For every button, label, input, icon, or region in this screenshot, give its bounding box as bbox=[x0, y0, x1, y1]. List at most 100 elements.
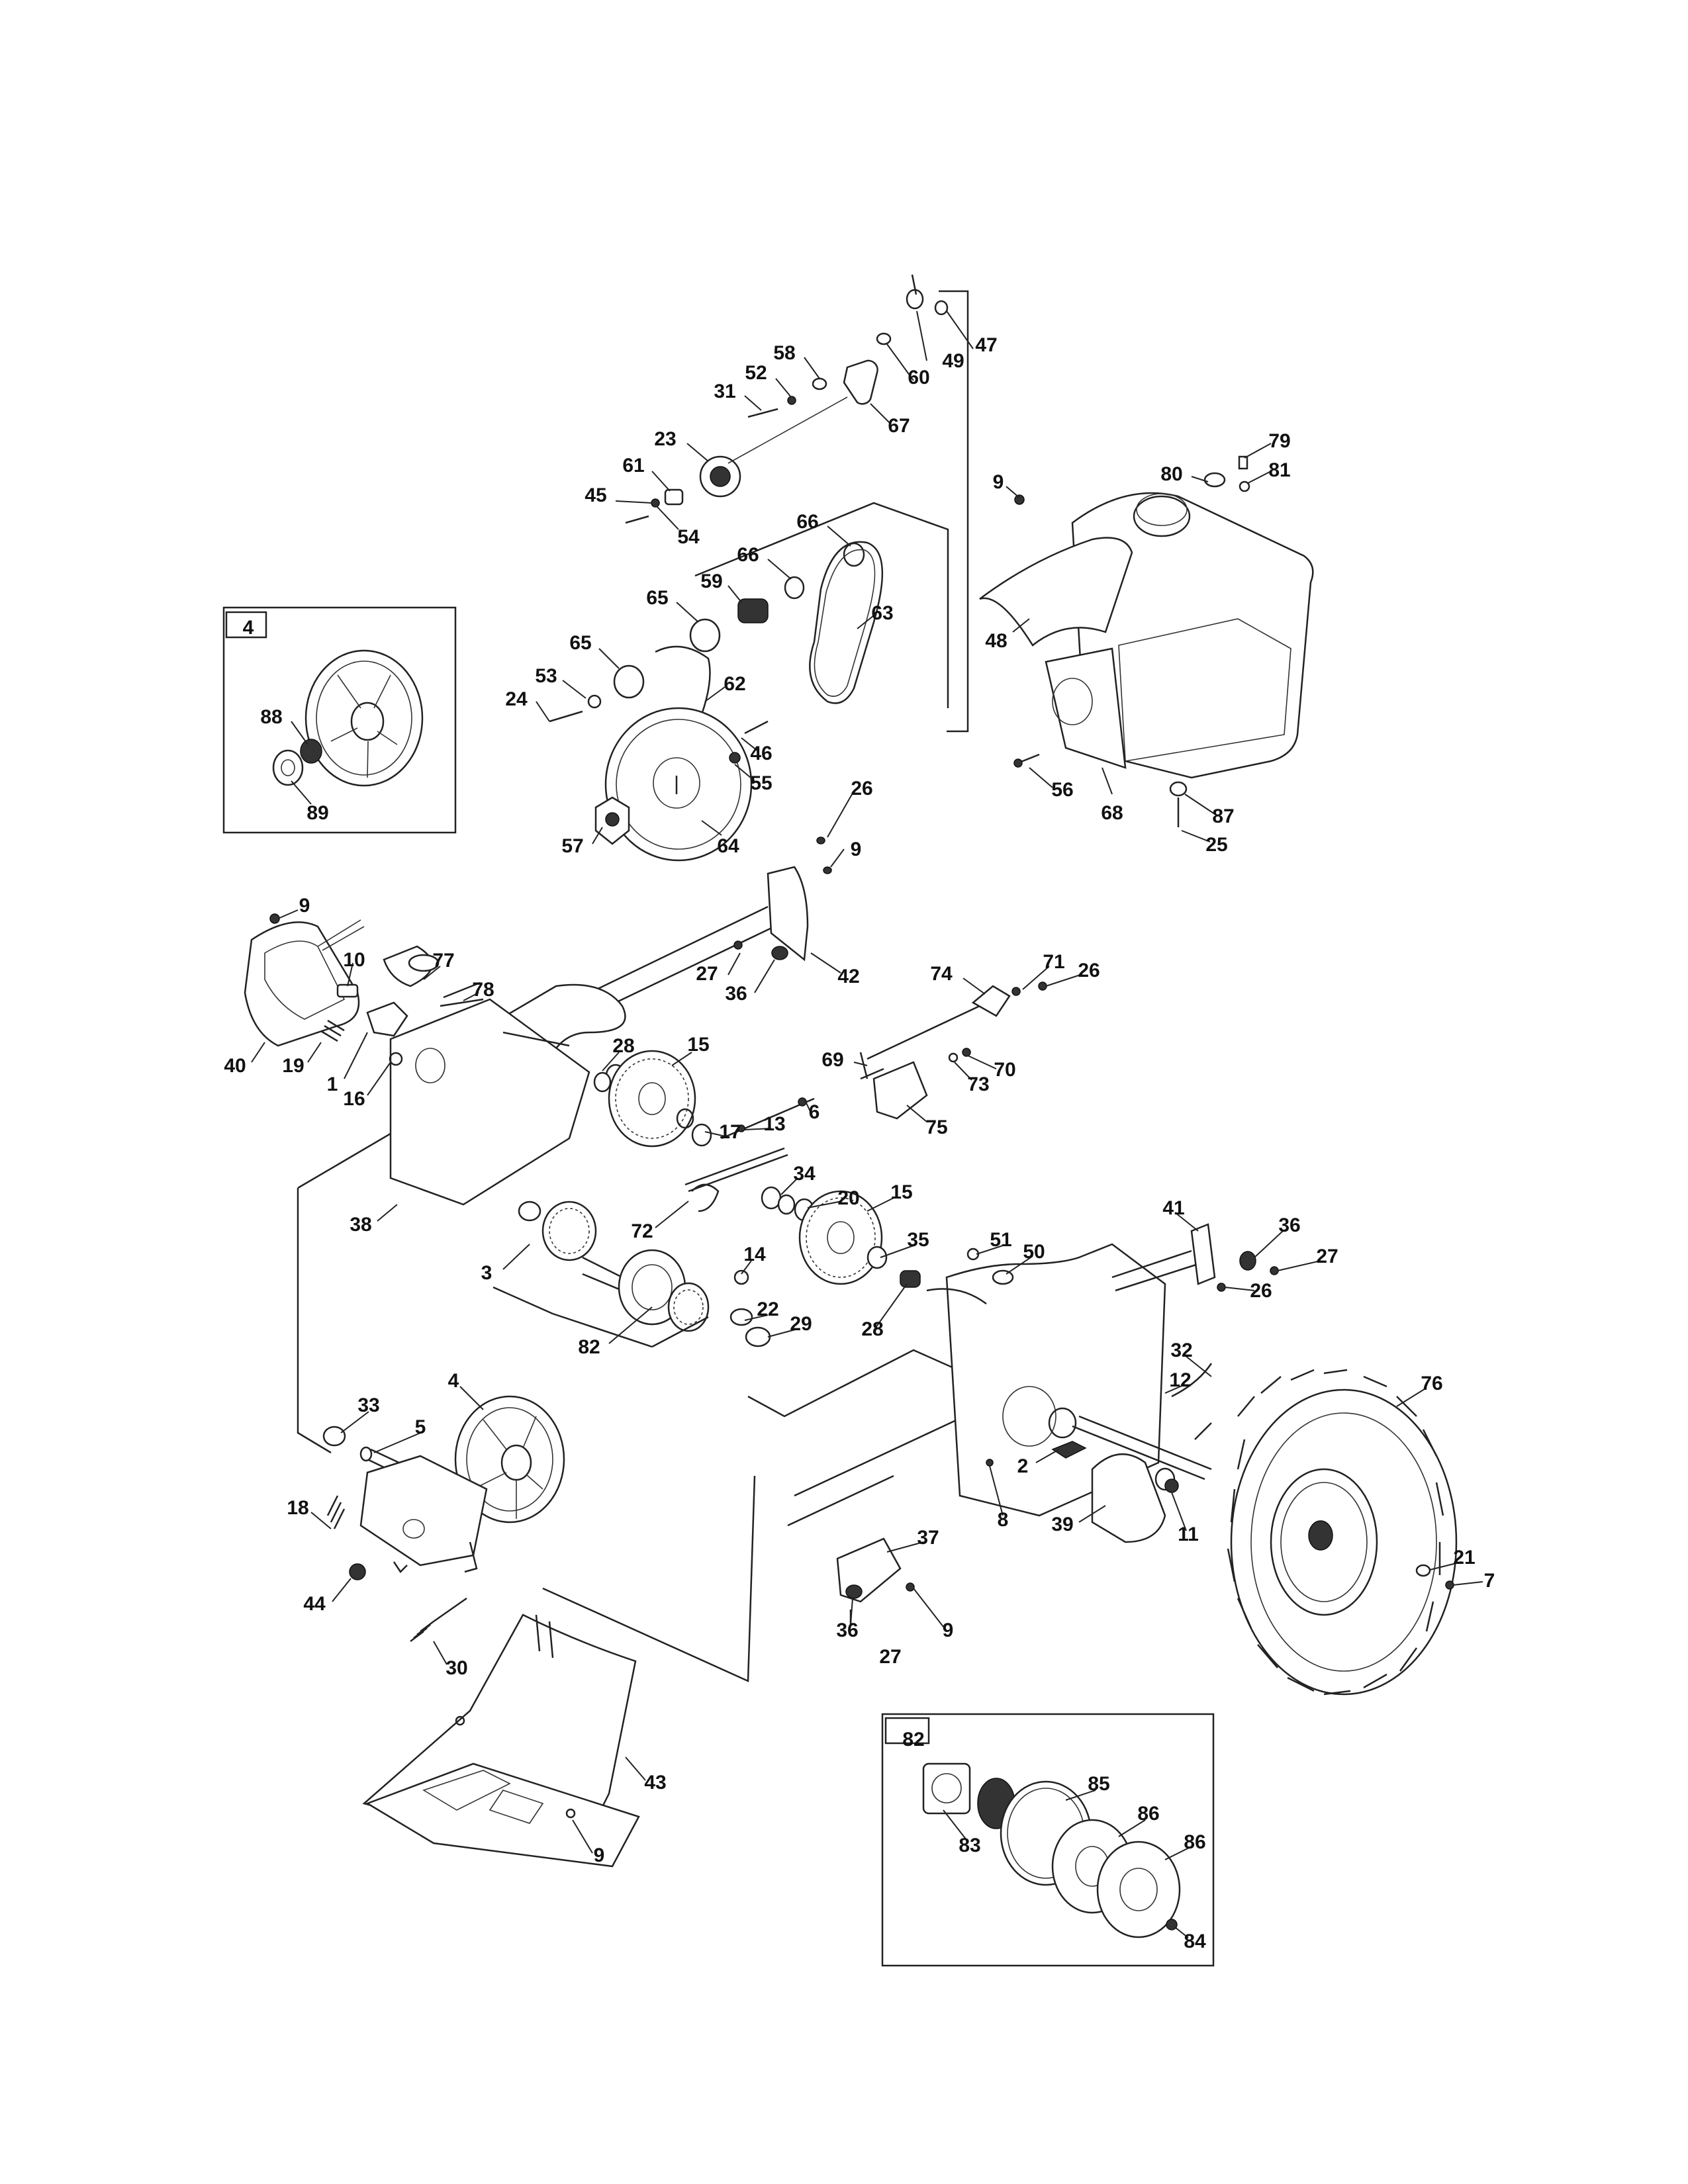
part-label-p27b: 27 bbox=[1316, 1246, 1338, 1267]
part-label-p42: 42 bbox=[837, 966, 859, 987]
part-label-p78: 78 bbox=[472, 979, 494, 1001]
part-label-p24: 24 bbox=[505, 688, 528, 710]
part-label-p31: 31 bbox=[714, 381, 735, 402]
inset-tag-box-82 bbox=[884, 1717, 930, 1745]
part-label-p57: 57 bbox=[561, 835, 583, 857]
part-label-p76: 76 bbox=[1421, 1373, 1442, 1394]
part-label-p36a: 36 bbox=[725, 983, 747, 1005]
part-label-p80: 80 bbox=[1160, 463, 1182, 485]
drive-wheel bbox=[1227, 1369, 1458, 1696]
idler-linkage bbox=[625, 274, 949, 524]
part-label-p18: 18 bbox=[287, 1497, 308, 1519]
part-label-p19: 19 bbox=[282, 1055, 304, 1077]
part-label-p74: 74 bbox=[930, 963, 953, 985]
part-label-p29: 29 bbox=[790, 1313, 812, 1335]
part-label-p89: 89 bbox=[306, 802, 328, 824]
part-label-p9e: 9 bbox=[594, 1844, 605, 1866]
part-label-p65b: 65 bbox=[569, 632, 591, 654]
part-label-p47: 47 bbox=[975, 334, 997, 356]
inset-tag-box bbox=[225, 611, 267, 639]
part-label-p36c: 36 bbox=[836, 1619, 858, 1641]
part-label-p73: 73 bbox=[967, 1073, 989, 1095]
right-frame bbox=[926, 1223, 1279, 1543]
part-label-p3: 3 bbox=[481, 1262, 492, 1284]
part-label-p63: 63 bbox=[871, 602, 893, 624]
bracket-37 bbox=[836, 1537, 915, 1625]
part-label-p65a: 65 bbox=[646, 587, 668, 609]
part-label-p75: 75 bbox=[925, 1116, 947, 1138]
part-label-p53: 53 bbox=[535, 665, 557, 687]
part-label-p44: 44 bbox=[303, 1593, 326, 1615]
part-label-p52: 52 bbox=[745, 362, 767, 384]
part-label-p88: 88 bbox=[260, 706, 282, 728]
part-label-p23: 23 bbox=[654, 428, 676, 450]
part-label-p64: 64 bbox=[717, 835, 739, 857]
part-label-p35: 35 bbox=[907, 1229, 929, 1251]
part-label-p9c: 9 bbox=[299, 895, 310, 917]
left-gearcase bbox=[244, 913, 408, 1066]
part-label-p14: 14 bbox=[743, 1244, 766, 1265]
part-label-p86a: 86 bbox=[1137, 1803, 1159, 1825]
part-label-p39: 39 bbox=[1051, 1514, 1073, 1535]
part-label-p26a: 26 bbox=[851, 778, 872, 799]
part-label-p85: 85 bbox=[1088, 1773, 1109, 1795]
part-label-p60: 60 bbox=[908, 367, 929, 388]
part-label-p69: 69 bbox=[821, 1049, 843, 1071]
part-label-p61: 61 bbox=[622, 455, 644, 477]
part-label-p20: 20 bbox=[837, 1187, 859, 1209]
part-label-p38: 38 bbox=[350, 1214, 371, 1236]
part-label-p12: 12 bbox=[1169, 1369, 1191, 1391]
part-label-p55: 55 bbox=[750, 772, 772, 794]
inset-hub-82 bbox=[881, 1713, 1215, 1967]
gear-train bbox=[492, 1050, 921, 1348]
part-label-p82tag: 82 bbox=[902, 1729, 924, 1751]
part-label-p87: 87 bbox=[1212, 805, 1234, 827]
part-label-p50: 50 bbox=[1023, 1241, 1045, 1263]
part-label-p21: 21 bbox=[1453, 1547, 1475, 1569]
part-label-p34: 34 bbox=[793, 1163, 816, 1185]
part-label-p27a: 27 bbox=[696, 963, 718, 985]
part-label-p72: 72 bbox=[631, 1220, 653, 1242]
part-label-p46: 46 bbox=[750, 743, 772, 764]
part-label-p51: 51 bbox=[990, 1229, 1011, 1251]
part-label-p81: 81 bbox=[1268, 459, 1290, 481]
inset-pulley-4 bbox=[222, 606, 457, 834]
part-label-p83: 83 bbox=[959, 1835, 980, 1856]
part-label-p22: 22 bbox=[757, 1298, 778, 1320]
part-label-p11: 11 bbox=[1178, 1524, 1199, 1545]
part-label-p45: 45 bbox=[585, 484, 606, 506]
part-label-p49: 49 bbox=[942, 350, 964, 372]
part-label-p56: 56 bbox=[1051, 779, 1073, 801]
part-label-p25: 25 bbox=[1205, 834, 1227, 856]
part-label-p4tag: 4 bbox=[243, 617, 254, 639]
part-label-p41: 41 bbox=[1162, 1197, 1184, 1219]
part-number-labels: 4749586052316779238180619455466665965634… bbox=[224, 334, 1495, 1952]
left-pulley-bracket bbox=[322, 1395, 565, 1642]
part-label-p8: 8 bbox=[998, 1509, 1009, 1531]
part-label-p9b: 9 bbox=[851, 839, 862, 860]
part-label-p28a: 28 bbox=[612, 1035, 634, 1057]
part-label-p4: 4 bbox=[448, 1370, 459, 1392]
part-label-p86b: 86 bbox=[1184, 1831, 1205, 1853]
part-label-p15a: 15 bbox=[687, 1034, 709, 1056]
shave-plate bbox=[362, 1614, 640, 1868]
part-label-p32: 32 bbox=[1170, 1340, 1192, 1361]
part-label-p66b: 66 bbox=[737, 544, 759, 566]
part-label-p16: 16 bbox=[343, 1088, 365, 1110]
part-label-p84: 84 bbox=[1184, 1931, 1206, 1952]
leader-lines bbox=[251, 310, 1483, 1938]
part-label-p27c: 27 bbox=[879, 1646, 901, 1668]
part-label-p33: 33 bbox=[357, 1394, 379, 1416]
part-label-p82: 82 bbox=[578, 1336, 600, 1358]
belts-pulleys bbox=[549, 541, 884, 862]
part-label-p17: 17 bbox=[719, 1121, 741, 1143]
part-label-p70: 70 bbox=[994, 1059, 1015, 1081]
part-label-p59: 59 bbox=[700, 570, 722, 592]
part-label-p62: 62 bbox=[724, 673, 745, 695]
part-label-p13: 13 bbox=[763, 1113, 785, 1135]
part-label-p58: 58 bbox=[773, 342, 795, 364]
part-label-p10: 10 bbox=[343, 949, 365, 971]
part-label-p28b: 28 bbox=[861, 1318, 883, 1340]
frame-lines bbox=[297, 290, 994, 1682]
